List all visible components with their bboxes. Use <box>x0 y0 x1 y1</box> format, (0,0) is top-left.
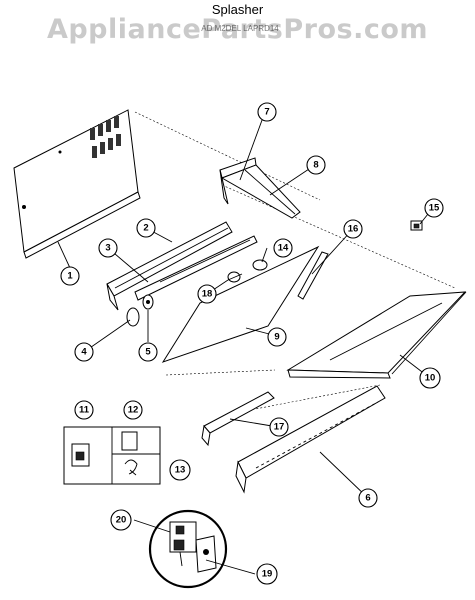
callout-label: 17 <box>274 422 285 433</box>
callout-4: 4 <box>74 342 94 362</box>
callout-3: 3 <box>98 238 118 258</box>
callout-11: 11 <box>74 400 94 420</box>
callout-label: 13 <box>175 465 186 476</box>
part-lower-rail <box>201 391 275 447</box>
callout-label: 16 <box>348 224 359 235</box>
alignment-lines <box>134 111 456 411</box>
callout-label: 7 <box>264 107 269 118</box>
parts-kit-box <box>63 426 161 485</box>
callout-label: 5 <box>145 347 151 358</box>
callout-label: 8 <box>313 160 318 171</box>
callout-label: 14 <box>278 243 289 254</box>
part-bracket <box>219 157 301 219</box>
callout-10: 10 <box>419 367 441 389</box>
part-long-tray <box>286 291 467 379</box>
callout-label: 18 <box>202 289 213 300</box>
callout-label: 2 <box>143 223 148 234</box>
callout-6: 6 <box>358 488 378 508</box>
callout-label: 12 <box>128 405 139 416</box>
callout-label: 9 <box>274 332 279 343</box>
part-vent-panel <box>235 385 386 494</box>
part-small-fittings <box>227 259 268 283</box>
callout-20: 20 <box>110 509 132 531</box>
callout-12: 12 <box>123 400 143 420</box>
watermark-text: AppliancePartsPros.com <box>46 14 429 45</box>
callout-label: 3 <box>105 243 110 254</box>
switch-detail <box>148 509 228 589</box>
part-clip <box>410 220 423 231</box>
callout-label: 11 <box>79 405 90 416</box>
callout-label: 6 <box>365 493 370 504</box>
callout-13: 13 <box>169 459 191 481</box>
callout-1: 1 <box>60 266 80 286</box>
callout-19: 19 <box>256 563 278 585</box>
part-rail-and-rod <box>106 221 258 311</box>
callout-2: 2 <box>136 218 156 238</box>
callout-label: 19 <box>262 569 273 580</box>
callout-label: 1 <box>67 271 73 282</box>
diagram-title: Splasher <box>211 2 264 17</box>
callout-15: 15 <box>424 198 444 218</box>
callout-16: 16 <box>343 219 363 239</box>
callout-9: 9 <box>267 327 287 347</box>
model-subline: AD M2DEL LAPRD14 <box>201 24 279 33</box>
callout-18: 18 <box>197 284 217 304</box>
part-strip <box>297 251 329 300</box>
callout-label: 20 <box>116 515 127 526</box>
callout-7: 7 <box>257 102 277 122</box>
callout-8: 8 <box>306 155 326 175</box>
part-side-panel <box>13 109 141 259</box>
callout-14: 14 <box>273 238 293 258</box>
callout-label: 10 <box>425 373 436 384</box>
callout-label: 15 <box>429 203 440 214</box>
callout-label: 4 <box>81 347 87 358</box>
callout-5: 5 <box>138 342 158 362</box>
part-splasher <box>161 245 320 363</box>
callout-17: 17 <box>269 417 289 437</box>
part-knob-and-bushing <box>126 294 154 327</box>
